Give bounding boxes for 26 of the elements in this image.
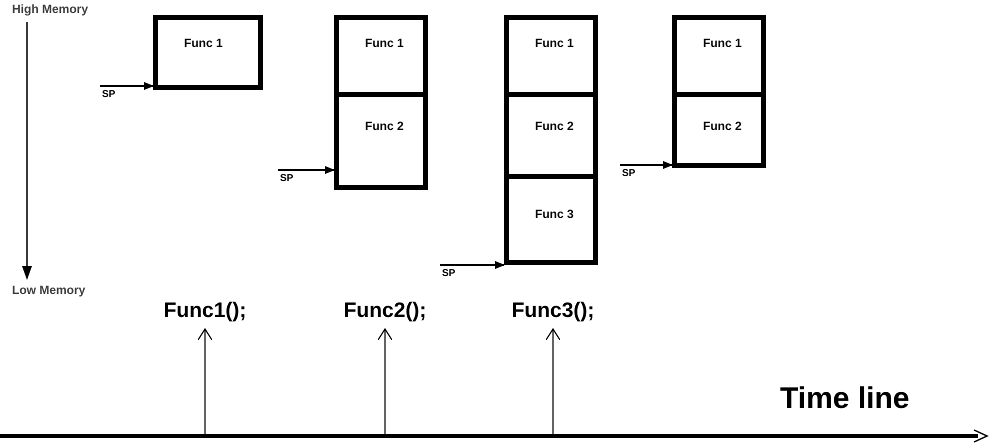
edge-label: SP: [280, 174, 294, 184]
memory-label: High Memory: [12, 2, 88, 16]
edge-label: SP: [102, 90, 116, 100]
edge-label: SP: [622, 169, 636, 179]
function-call: Func1();: [164, 299, 246, 323]
frame-label: Func 1: [703, 36, 742, 50]
arrow: [545, 328, 561, 434]
arrow: [620, 161, 673, 169]
arrow: [100, 82, 154, 90]
stack-frame: [153, 15, 263, 90]
function-call: Func3();: [512, 299, 594, 323]
arrow: [278, 166, 335, 174]
edge-label: SP: [442, 269, 456, 279]
frame-label: Func 1: [365, 36, 404, 50]
function-call: Func2();: [344, 299, 426, 323]
arrow: [197, 328, 213, 434]
frame-label: Func 2: [535, 119, 574, 133]
frame-label: Func 1: [535, 36, 574, 50]
memory-label: Low Memory: [12, 283, 86, 297]
axis-label: Time line: [780, 382, 910, 416]
frame-label: Func 1: [184, 36, 223, 50]
arrow: [377, 328, 393, 434]
frame-label: Func 3: [535, 207, 574, 221]
frame-label: Func 2: [365, 119, 404, 133]
frame-label: Func 2: [703, 119, 742, 133]
arrow: [440, 261, 505, 269]
